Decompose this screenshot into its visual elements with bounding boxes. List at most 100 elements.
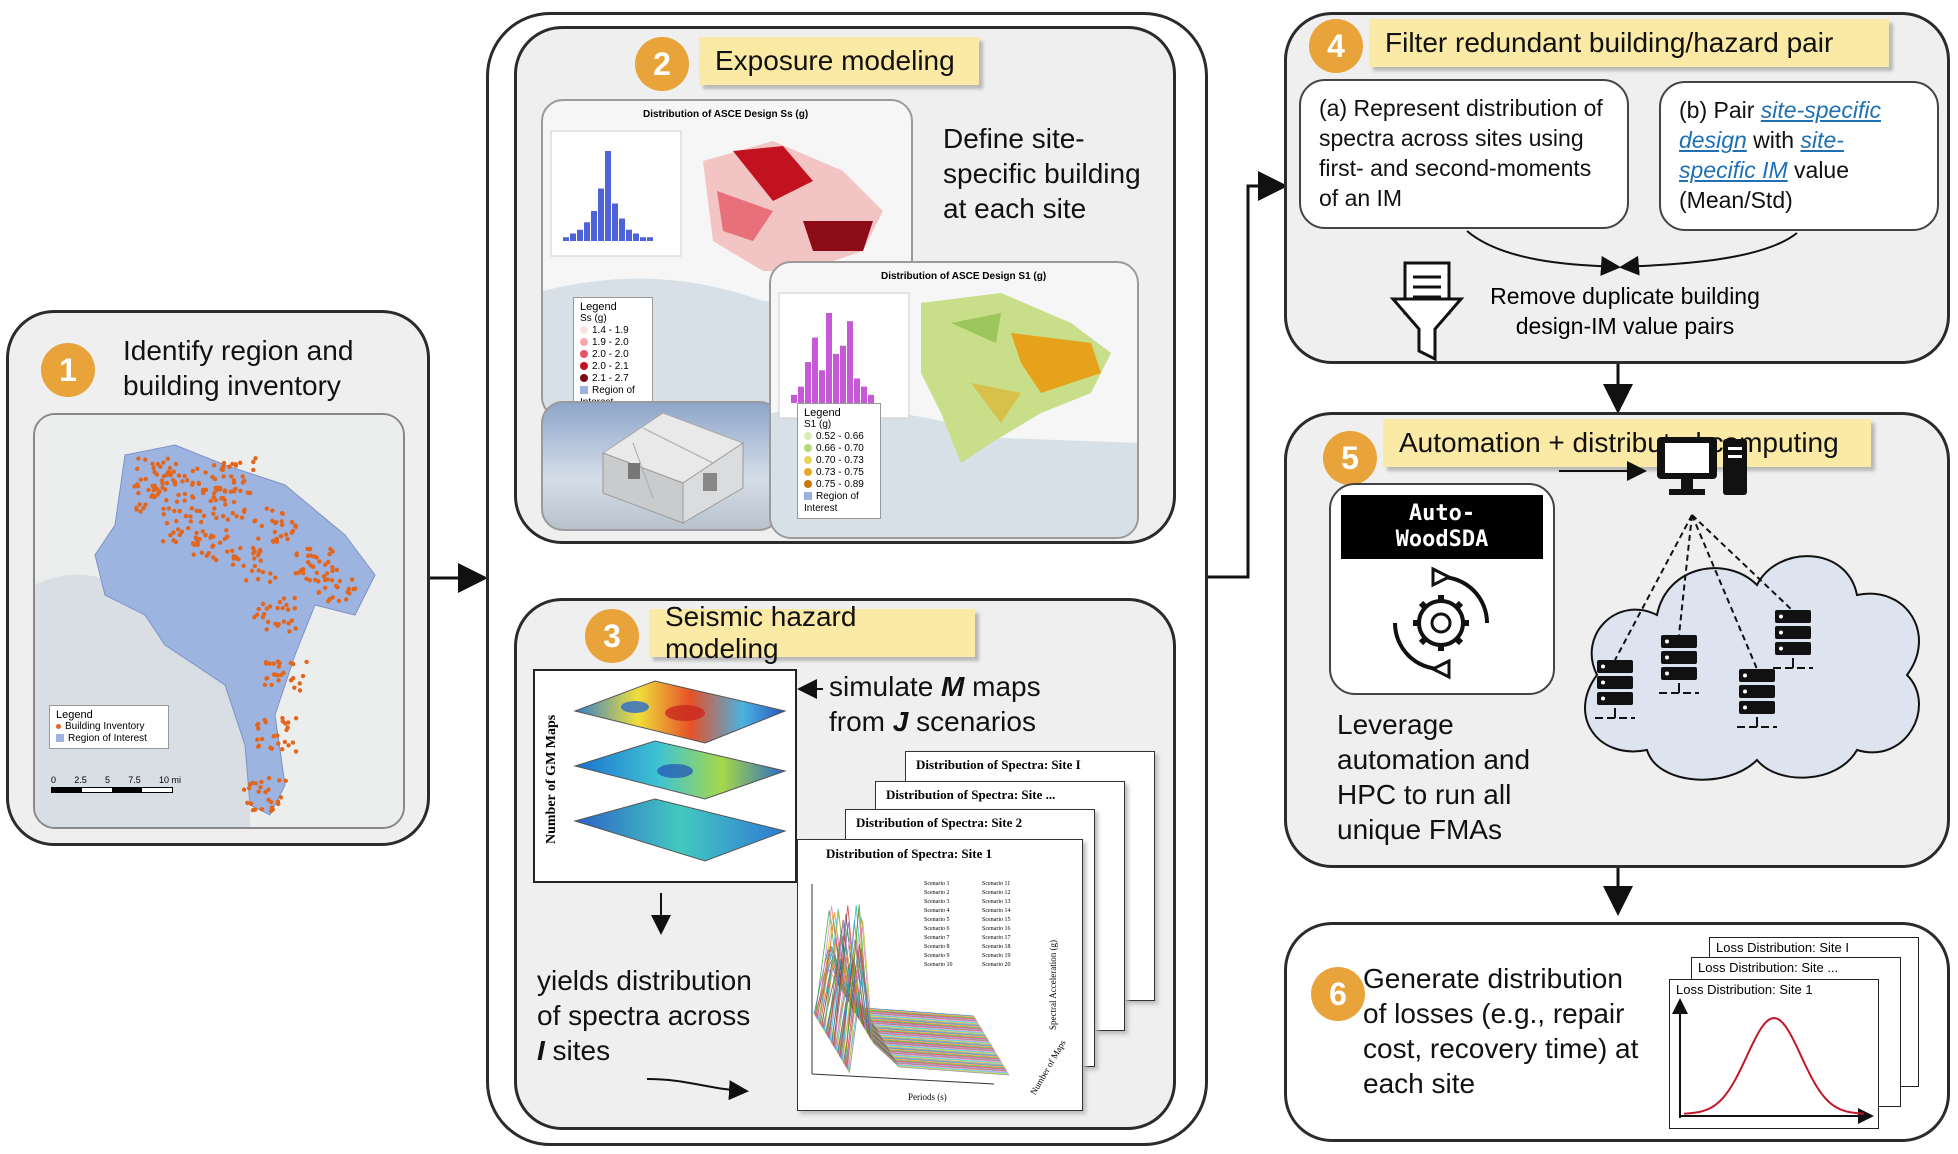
inventory-point — [334, 567, 339, 572]
inventory-point — [252, 519, 257, 524]
step2-panel: Exposure modeling 2 Define site-specific… — [514, 26, 1176, 544]
scenario-20: Scenario 20 — [982, 962, 1011, 968]
histogram-bar — [640, 237, 646, 241]
inventory-point — [231, 499, 237, 505]
step5-panel: Automation + distributed computing 5 Aut… — [1284, 412, 1950, 868]
simulate-M: M — [941, 671, 965, 702]
inventory-point — [283, 778, 288, 784]
inventory-point — [240, 480, 246, 485]
s1-region — [921, 293, 1111, 463]
inventory-point — [289, 530, 295, 535]
histogram-bar — [563, 237, 569, 241]
loss-card-site-dots-title: Loss Distribution: Site ... — [1698, 960, 1839, 975]
inventory-point — [230, 510, 236, 516]
inventory-point — [275, 799, 281, 804]
inventory-point — [160, 481, 165, 486]
inventory-point — [284, 727, 289, 733]
server-unit — [1597, 692, 1633, 705]
spectrum-curve — [835, 937, 996, 1053]
server-unit — [1739, 685, 1775, 698]
box-b-suffix: value (Mean/Std) — [1679, 157, 1850, 213]
inventory-point — [176, 473, 182, 478]
scale-0: 0 — [51, 775, 57, 785]
inventory-point — [164, 472, 169, 477]
server-unit — [1739, 669, 1775, 682]
inventory-point — [327, 551, 332, 557]
inventory-point — [253, 456, 258, 461]
inventory-point — [271, 672, 277, 677]
yields-line1: yields distribution — [537, 965, 752, 996]
inventory-point — [233, 462, 238, 467]
inventory-point — [270, 508, 275, 513]
scale-1: 2.5 — [74, 775, 87, 785]
s1-legend-region: Region of Interest — [804, 491, 859, 514]
inventory-point — [161, 512, 166, 517]
step3-title: Seismic hazard modeling — [665, 601, 857, 664]
inventory-point — [280, 747, 285, 752]
inventory-point — [273, 575, 278, 580]
inventory-point — [167, 465, 173, 471]
s1-legend-item4: 0.73 - 0.75 — [816, 467, 864, 478]
spectra-card-site-2-title: Distribution of Spectra: Site 2 — [856, 815, 1023, 830]
s1-legend-item1: 0.52 - 0.66 — [816, 431, 864, 442]
server-led — [1743, 673, 1747, 678]
axis-sa: Spectral Acceleration (g) — [1048, 940, 1058, 1030]
hpc-cluster-graphic — [1559, 437, 1920, 781]
inventory-point — [263, 660, 269, 665]
inventory-point — [284, 602, 289, 608]
histogram-bar — [584, 222, 590, 241]
inventory-point — [166, 506, 172, 511]
inventory-point — [252, 807, 258, 812]
inventory-point — [274, 539, 280, 544]
histogram-bar — [647, 237, 653, 241]
inventory-point — [164, 521, 170, 526]
inventory-point — [177, 508, 182, 514]
spectrum-curve — [844, 904, 1006, 1069]
inventory-point — [314, 555, 319, 560]
inventory-point — [307, 577, 313, 583]
inventory-point — [171, 530, 176, 535]
inventory-point — [349, 577, 355, 582]
inventory-point — [324, 571, 330, 576]
inventory-point — [222, 498, 227, 503]
point-swatch — [56, 723, 61, 729]
simulate-part4: scenarios — [908, 706, 1036, 737]
inventory-point — [280, 715, 285, 721]
inventory-point — [271, 734, 276, 739]
remove-duplicates-text: Remove duplicate building design-IM valu… — [1490, 283, 1760, 339]
inventory-point — [287, 629, 292, 634]
loss-card-site-1: Loss Distribution: Site 1 — [1669, 979, 1879, 1129]
inventory-point — [317, 559, 322, 564]
inventory-point — [290, 740, 296, 745]
server-unit — [1597, 676, 1633, 689]
server-led — [1601, 664, 1605, 669]
inventory-point — [334, 583, 339, 589]
inventory-point — [256, 568, 262, 573]
inventory-point — [158, 464, 163, 469]
server-unit — [1661, 667, 1697, 680]
inventory-point — [135, 466, 140, 472]
scenario-11: Scenario 11 — [982, 881, 1011, 887]
inventory-point — [304, 576, 309, 582]
inventory-point — [270, 807, 275, 812]
step3-panel: Seismic hazard modeling 3 Number of GM M… — [514, 598, 1176, 1130]
inventory-point — [182, 473, 187, 479]
spectrum-curve — [847, 971, 1009, 1074]
inventory-point — [255, 576, 261, 582]
server-led — [1779, 630, 1783, 635]
site-specific-design-link[interactable]: site-specific design — [1679, 97, 1881, 153]
inventory-point — [305, 553, 311, 559]
server-led — [1601, 680, 1605, 685]
inventory-point — [251, 459, 256, 465]
inventory-point — [280, 511, 285, 516]
inventory-point — [275, 733, 280, 738]
autowoodsda-logo: Auto- WoodSDA — [1341, 495, 1543, 559]
inventory-point — [229, 548, 235, 554]
inventory-point — [197, 508, 203, 514]
yields-sites: sites — [544, 1035, 611, 1066]
inventory-point — [132, 484, 137, 489]
inventory-point — [149, 494, 154, 499]
inventory-point — [307, 546, 313, 552]
server-led — [1665, 671, 1669, 676]
site-specific-im-link[interactable]: site-specific IM — [1679, 127, 1844, 183]
